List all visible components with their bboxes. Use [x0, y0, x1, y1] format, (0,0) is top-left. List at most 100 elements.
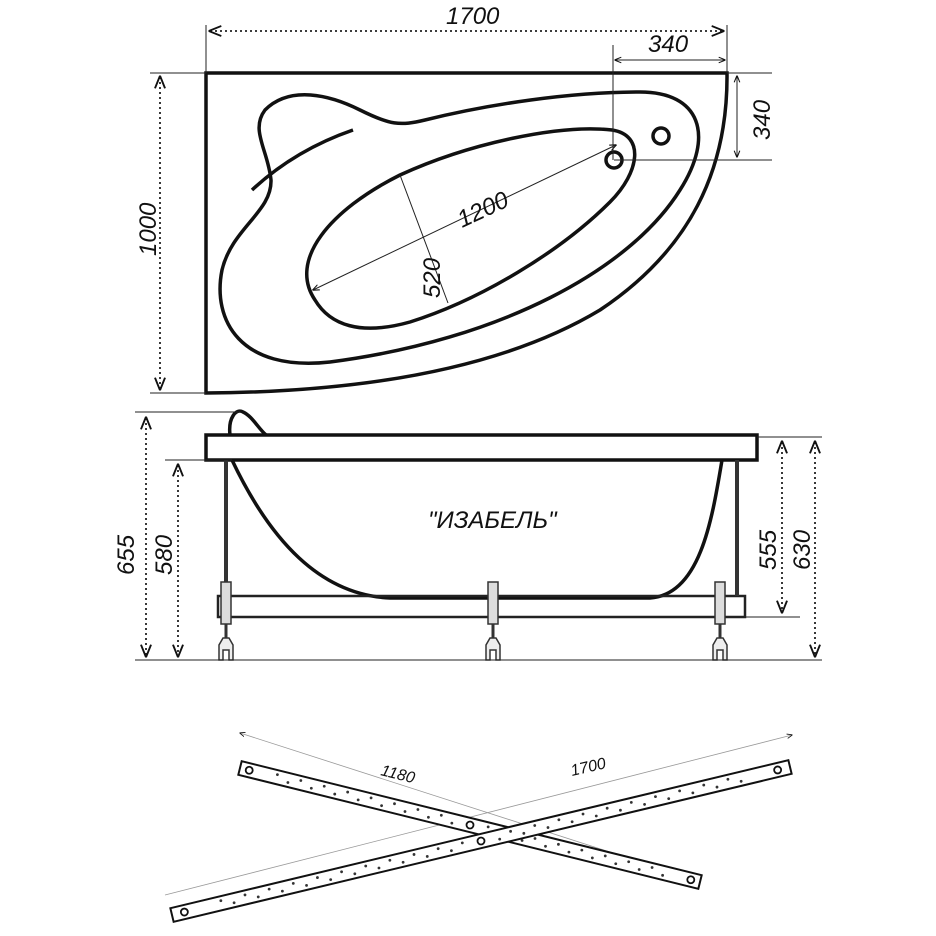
bowl-profile [230, 459, 724, 600]
mounting-hole [594, 814, 598, 818]
mounting-hole [522, 831, 526, 835]
mounting-hole [533, 837, 537, 840]
bolt-hole [244, 765, 254, 775]
mounting-hole [276, 773, 279, 777]
bowl-length-line [313, 145, 616, 290]
mounting-hole [256, 895, 260, 899]
mounting-hole [436, 847, 440, 851]
mounting-hole [643, 803, 646, 806]
headrest-height-label: 655 [113, 534, 140, 575]
mounting-hole [739, 779, 743, 783]
mounting-hole [380, 804, 383, 808]
bolt-hole [773, 765, 783, 775]
frame-bars: 1180 1700 [164, 733, 793, 924]
short-bar-label: 1180 [379, 762, 417, 787]
mounting-hole [219, 899, 223, 903]
mounting-hole [629, 801, 633, 804]
mounting-hole [316, 876, 319, 879]
bolt-hole [179, 907, 189, 917]
bowl-width-line [399, 174, 449, 304]
bowl-length-label: 1200 [453, 186, 513, 233]
mounting-hole [412, 853, 416, 856]
mounting-hole [243, 893, 247, 897]
mounting-hole [364, 864, 368, 868]
mounting-hole [498, 837, 502, 841]
short-frame-bar [237, 759, 703, 891]
mounting-hole [520, 839, 524, 842]
mounting-hole [356, 798, 360, 802]
mounting-hole [460, 841, 464, 845]
mounting-hole [619, 808, 622, 812]
mounting-hole [369, 796, 373, 800]
adjustable-foot [218, 581, 234, 661]
mounting-hole [570, 820, 574, 824]
mounting-hole [427, 815, 430, 819]
mounting-hole [678, 789, 682, 793]
mounting-hole [280, 889, 284, 893]
bolt-hole [476, 836, 486, 846]
long-bar-dimension-line [164, 735, 792, 896]
model-name: "ИЗАБЕЛЬ" [428, 507, 558, 534]
adjustable-foot [485, 581, 501, 661]
mounting-hole [299, 779, 303, 782]
mounting-hole [567, 850, 571, 854]
mounting-hole [544, 844, 547, 848]
mounting-hole [661, 873, 664, 877]
rim-inner-contour [218, 90, 701, 365]
width-label: 1700 [446, 3, 500, 30]
plan-view: 1200 520 1700 340 340 1000 [135, 3, 776, 395]
mounting-hole [590, 856, 594, 860]
mounting-hole [603, 854, 607, 858]
adjustable-foot [712, 581, 728, 661]
rim-right-height-label: 630 [789, 529, 816, 570]
mounting-hole [450, 849, 453, 853]
mounting-hole [557, 842, 560, 846]
side-view: 655 580 555 630 "ИЗАБЕЛЬ" [113, 409, 822, 661]
mounting-hole [267, 887, 271, 891]
mounting-hole [346, 790, 350, 794]
support-frame-bar [216, 594, 747, 619]
mounting-hole [726, 777, 730, 781]
mounting-hole [322, 784, 326, 788]
mounting-hole [627, 860, 631, 864]
mounting-hole [286, 781, 290, 784]
headrest-profile [227, 409, 268, 437]
mounting-hole [650, 866, 654, 869]
mounting-hole [614, 862, 618, 866]
mounting-hole [425, 855, 429, 858]
mounting-hole [581, 812, 585, 816]
mounting-hole [291, 881, 295, 885]
overflow-hole [651, 126, 671, 146]
mounting-hole [377, 866, 381, 870]
long-frame-bar [169, 758, 793, 924]
mounting-hole [388, 858, 392, 862]
mounting-hole [232, 901, 236, 905]
mounting-hole [509, 829, 512, 833]
mounting-hole [333, 792, 337, 796]
mounting-hole [450, 821, 454, 825]
mounting-hole [401, 860, 405, 864]
mounting-hole [439, 813, 443, 817]
frame-height-label: 555 [755, 529, 782, 570]
mounting-hole [403, 810, 407, 813]
mounting-hole [715, 785, 719, 789]
tub-outline [204, 71, 729, 395]
depth-label: 1000 [135, 202, 162, 256]
bowl-width-label: 520 [419, 257, 446, 298]
bolt-hole [686, 875, 696, 885]
mounting-hole [580, 848, 584, 852]
mounting-hole [340, 870, 343, 874]
long-bar-label: 1700 [569, 755, 608, 780]
mounting-hole [605, 806, 609, 810]
feet [218, 581, 728, 661]
drain-offset-y-label: 340 [749, 99, 776, 140]
rim [204, 433, 759, 462]
headrest-groove [250, 128, 354, 192]
mounting-hole [546, 826, 550, 829]
mounting-hole [667, 797, 671, 801]
mounting-hole [654, 795, 657, 799]
rim-left-height-label: 580 [151, 534, 178, 575]
mounting-hole [486, 825, 490, 829]
